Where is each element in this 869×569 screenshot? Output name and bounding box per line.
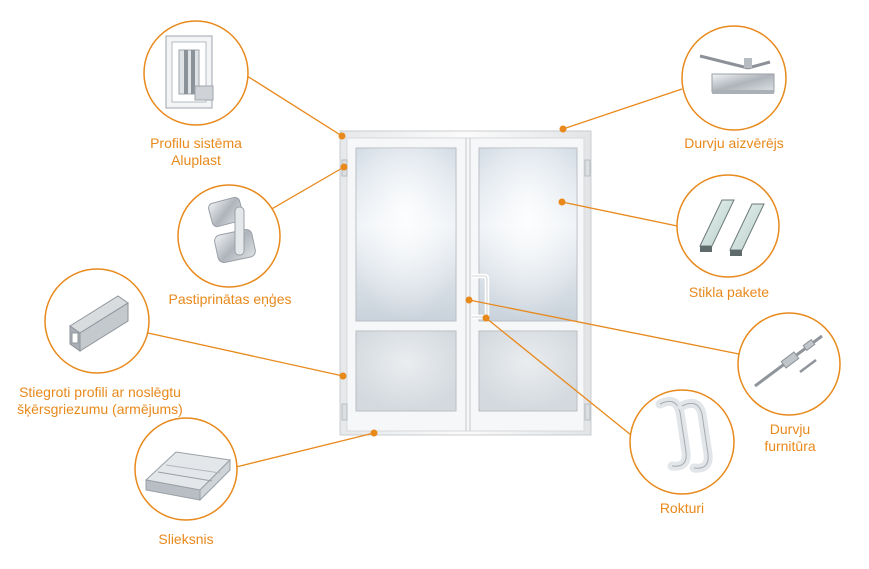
square-steel-tube-icon <box>69 295 129 352</box>
leader-dots <box>338 125 567 437</box>
label-threshold: Slieksnis <box>158 531 214 547</box>
door-lock-mechanism-icon <box>754 334 823 388</box>
door-handle-icon <box>655 396 713 473</box>
double-door <box>339 130 592 436</box>
label-door-closer: Durvju aizvērējs <box>684 135 784 151</box>
window-profile-section-icon <box>165 35 214 109</box>
leader-lines <box>147 73 740 469</box>
door-threshold-icon <box>144 451 232 502</box>
label-glass-unit: Stikla pakete <box>688 284 770 300</box>
door-hinge-icon <box>208 196 256 264</box>
door-closer-icon <box>699 54 775 94</box>
label-reinforced-hinges: Pastiprinātas eņģes <box>168 291 292 307</box>
label-handles: Rokturi <box>659 500 705 516</box>
glass-unit-icon <box>699 199 765 256</box>
